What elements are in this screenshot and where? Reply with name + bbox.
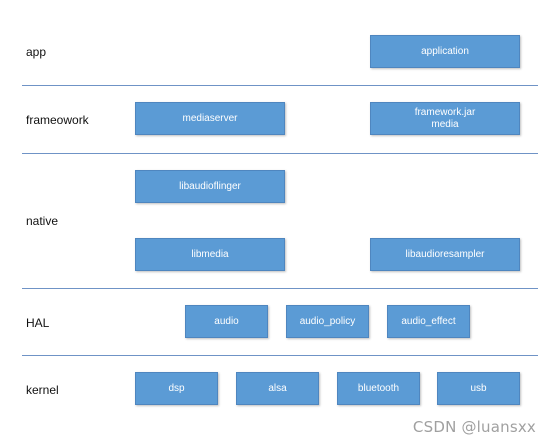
box-audio: audio bbox=[185, 305, 268, 338]
layer-label-framework: frameowork bbox=[26, 113, 89, 127]
box-libmedia: libmedia bbox=[135, 238, 285, 271]
layer-label-kernel: kernel bbox=[26, 383, 59, 397]
divider-native-hal bbox=[22, 288, 538, 289]
box-audio-effect-label: audio_effect bbox=[401, 315, 456, 327]
box-dsp-label: dsp bbox=[168, 382, 185, 394]
box-audio-policy: audio_policy bbox=[286, 305, 369, 338]
box-libaudioresampler-label: libaudioresampler bbox=[405, 248, 485, 260]
box-mediaserver: mediaserver bbox=[135, 102, 285, 135]
box-framework-jar-line2: media bbox=[431, 118, 459, 130]
layer-label-native: native bbox=[26, 214, 59, 228]
box-alsa: alsa bbox=[236, 372, 319, 405]
box-bluetooth: bluetooth bbox=[337, 372, 420, 405]
box-framework-jar: framework.jar media bbox=[370, 102, 520, 135]
box-dsp: dsp bbox=[135, 372, 218, 405]
box-audio-effect: audio_effect bbox=[387, 305, 470, 338]
layer-label-app: app bbox=[26, 45, 47, 59]
box-audio-policy-label: audio_policy bbox=[299, 315, 356, 327]
box-bluetooth-label: bluetooth bbox=[357, 382, 400, 394]
layer-label-hal: HAL bbox=[26, 316, 50, 330]
watermark: CSDN @luansxx bbox=[412, 418, 536, 436]
box-audio-label: audio bbox=[214, 315, 239, 327]
box-framework-jar-line1: framework.jar bbox=[414, 106, 476, 118]
box-usb: usb bbox=[437, 372, 520, 405]
box-mediaserver-label: mediaserver bbox=[182, 112, 238, 124]
box-libaudioflinger: libaudioflinger bbox=[135, 170, 285, 203]
box-usb-label: usb bbox=[470, 382, 487, 394]
box-libmedia-label: libmedia bbox=[191, 248, 229, 260]
box-application-label: application bbox=[421, 45, 469, 57]
box-libaudioresampler: libaudioresampler bbox=[370, 238, 520, 271]
box-libaudioflinger-label: libaudioflinger bbox=[179, 180, 241, 192]
box-application: application bbox=[370, 35, 520, 68]
box-alsa-label: alsa bbox=[268, 382, 287, 394]
divider-framework-native bbox=[22, 153, 538, 154]
divider-hal-kernel bbox=[22, 355, 538, 356]
divider-app-framework bbox=[22, 85, 538, 86]
